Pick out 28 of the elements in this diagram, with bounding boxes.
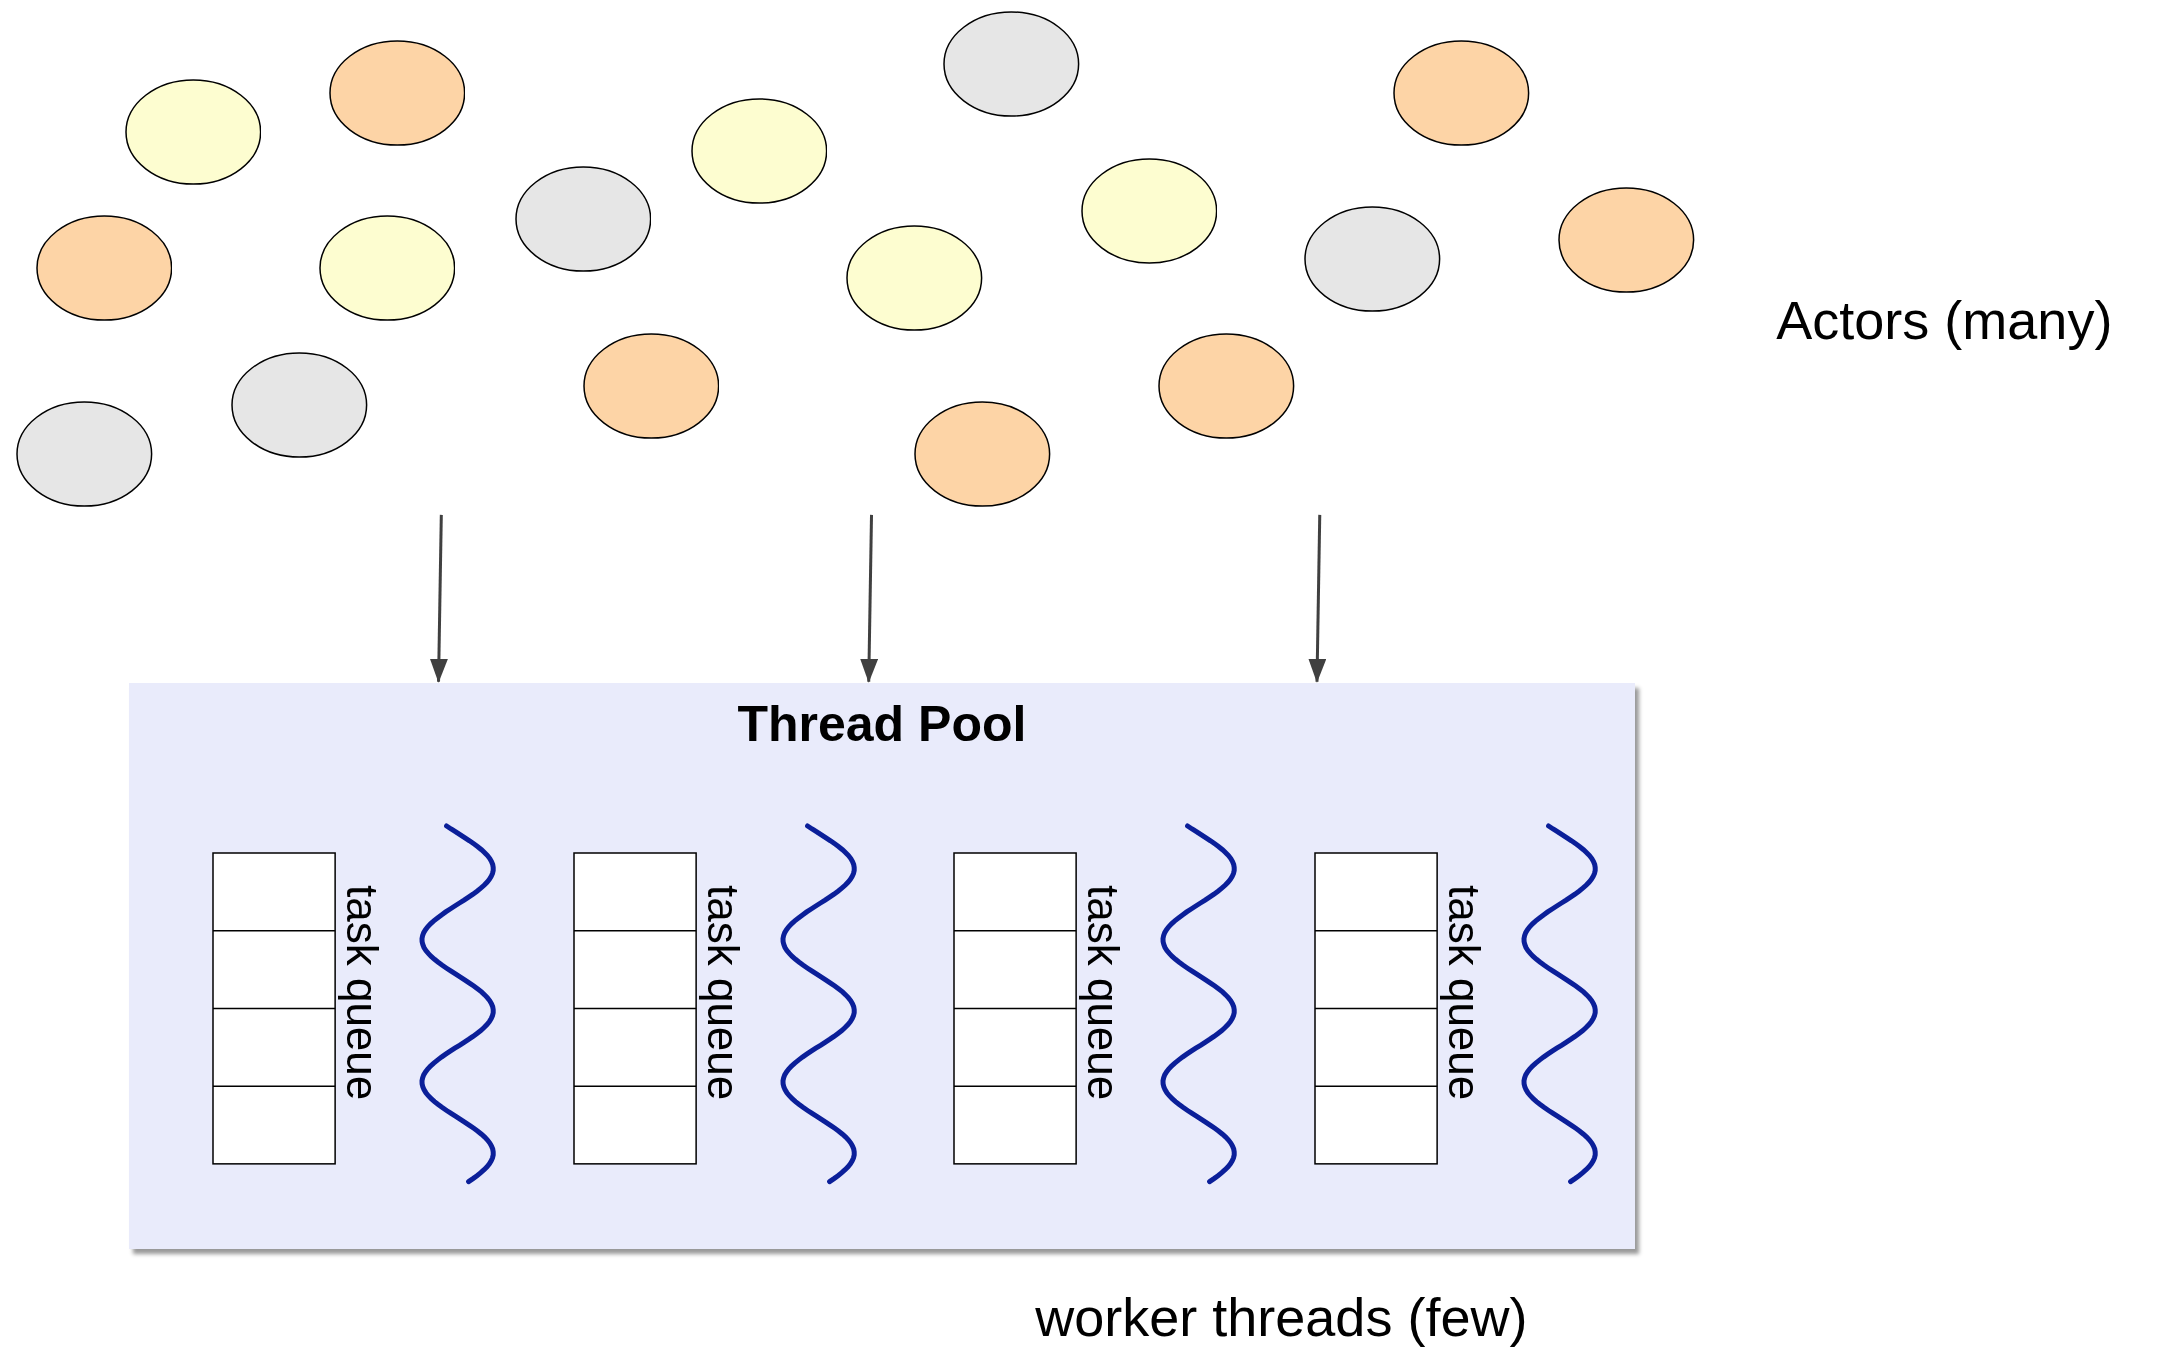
queue-label: task queue	[1081, 885, 1126, 1101]
actor-ellipse	[1393, 39, 1530, 146]
actor-ellipse	[16, 400, 153, 507]
arrow	[1308, 514, 1327, 683]
actor-ellipse	[1304, 206, 1441, 313]
actor-ellipse	[318, 214, 456, 321]
actor-ellipse	[231, 352, 369, 459]
panel-title: Thread Pool	[737, 694, 1027, 753]
group-caption: worker threads (few)	[1035, 1286, 1528, 1349]
actor-ellipse	[690, 98, 828, 205]
actor-ellipse	[124, 78, 262, 185]
actor-ellipse	[514, 166, 652, 273]
actor-ellipse	[943, 10, 1080, 117]
actor-ellipse	[914, 400, 1051, 507]
actor-ellipse	[1158, 332, 1296, 439]
actor-ellipse	[846, 224, 983, 331]
arrow	[429, 514, 448, 683]
actor-ellipse	[1558, 187, 1695, 294]
queue-label: task queue	[1441, 885, 1486, 1101]
actor-ellipse	[328, 39, 466, 146]
queue-label: task queue	[700, 885, 745, 1101]
group-caption: Actors (many)	[1776, 288, 2113, 351]
thread-pool-panel	[129, 682, 1635, 1249]
actor-ellipse	[582, 332, 720, 439]
queue-label: task queue	[339, 885, 384, 1101]
arrow	[860, 514, 879, 683]
actor-ellipse	[1080, 157, 1218, 264]
actor-ellipse	[35, 214, 173, 321]
